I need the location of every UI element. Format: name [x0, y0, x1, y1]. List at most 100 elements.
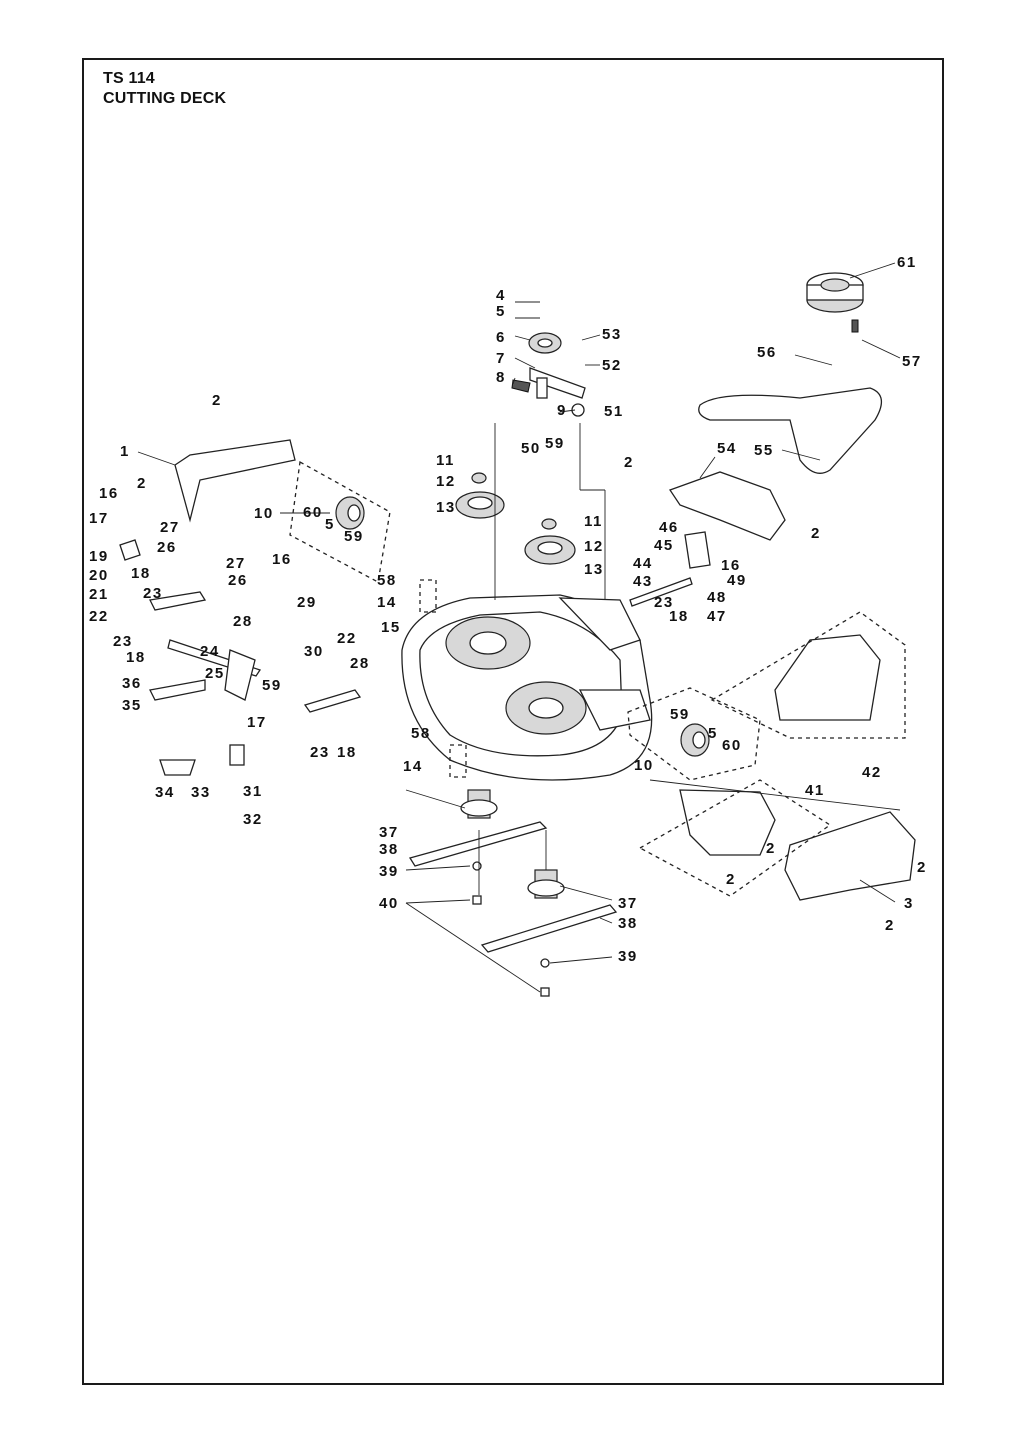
callout-13: 13 [584, 561, 604, 578]
callout-10: 10 [634, 757, 654, 774]
callout-23: 23 [143, 585, 163, 602]
callout-38: 38 [379, 841, 399, 858]
callout-34: 34 [155, 784, 175, 801]
callout-23: 23 [310, 744, 330, 761]
callout-16: 16 [721, 557, 741, 574]
callout-8: 8 [496, 369, 506, 386]
section-title: CUTTING DECK [103, 90, 227, 107]
callout-16: 16 [272, 551, 292, 568]
callout-39: 39 [379, 863, 399, 880]
callout-59: 59 [670, 706, 690, 723]
callout-6: 6 [496, 329, 506, 346]
callout-11: 11 [584, 513, 603, 530]
callout-7: 7 [496, 350, 506, 367]
callout-52: 52 [602, 357, 622, 374]
callout-29: 29 [297, 594, 317, 611]
gauge-wheels [335, 496, 710, 757]
callout-5: 5 [325, 516, 335, 533]
callout-31: 31 [243, 783, 263, 800]
callout-27: 27 [226, 555, 246, 572]
callout-21: 21 [89, 586, 109, 603]
callout-2: 2 [726, 871, 736, 888]
deck-pulleys [455, 472, 576, 565]
callout-27: 27 [160, 519, 180, 536]
callout-58: 58 [411, 725, 431, 742]
callout-23: 23 [654, 594, 674, 611]
callout-5: 5 [708, 725, 718, 742]
callout-2: 2 [917, 859, 927, 876]
blade-spindles [408, 789, 618, 997]
callout-56: 56 [757, 344, 777, 361]
callout-50: 50 [521, 440, 541, 457]
callout-58: 58 [377, 572, 397, 589]
callout-53: 53 [602, 326, 622, 343]
callout-15: 15 [381, 619, 401, 636]
callout-47: 47 [707, 608, 727, 625]
detail-boxes [289, 460, 906, 897]
callout-25: 25 [205, 665, 225, 682]
callout-2: 2 [885, 917, 895, 934]
callout-40: 40 [379, 895, 399, 912]
callout-labels: 1 2 2 2 2 2 2 2 2 3 4 5 5 5 6 7 8 9 10 1… [89, 254, 927, 965]
callout-59: 59 [545, 435, 565, 452]
callout-39: 39 [618, 948, 638, 965]
callout-26: 26 [228, 572, 248, 589]
callout-43: 43 [633, 573, 653, 590]
callout-4: 4 [496, 287, 506, 304]
idler-pulley-assembly [511, 332, 586, 417]
callout-2: 2 [212, 392, 222, 409]
callout-1: 1 [120, 443, 130, 460]
height-adjust-linkage [119, 531, 711, 776]
callout-60: 60 [303, 504, 323, 521]
callout-10: 10 [254, 505, 274, 522]
callout-19: 19 [89, 548, 109, 565]
callout-54: 54 [717, 440, 737, 457]
callout-59: 59 [344, 528, 364, 545]
callout-38: 38 [618, 915, 638, 932]
callout-51: 51 [604, 403, 624, 420]
callout-22: 22 [89, 608, 109, 625]
model-title: TS 114 [103, 70, 155, 87]
callout-57: 57 [902, 353, 922, 370]
callout-13: 13 [436, 499, 456, 516]
callout-12: 12 [436, 473, 456, 490]
callout-37: 37 [379, 824, 399, 841]
callout-9: 9 [557, 402, 567, 419]
drawing-frame [82, 58, 944, 1385]
callout-18: 18 [669, 608, 689, 625]
callout-37: 37 [618, 895, 638, 912]
callout-60: 60 [722, 737, 742, 754]
callout-12: 12 [584, 538, 604, 555]
callout-49: 49 [727, 572, 747, 589]
electric-clutch [806, 272, 864, 333]
callout-45: 45 [654, 537, 674, 554]
callout-11: 11 [436, 452, 455, 469]
callout-35: 35 [122, 697, 142, 714]
callout-2: 2 [137, 475, 147, 492]
callout-3: 3 [904, 895, 914, 912]
callout-18: 18 [337, 744, 357, 761]
callout-30: 30 [304, 643, 324, 660]
callout-22: 22 [337, 630, 357, 647]
callout-16: 16 [99, 485, 119, 502]
callout-32: 32 [243, 811, 263, 828]
callout-18: 18 [131, 565, 151, 582]
callout-61: 61 [897, 254, 917, 271]
callout-23: 23 [113, 633, 133, 650]
callout-14: 14 [403, 758, 423, 775]
callout-26: 26 [157, 539, 177, 556]
callout-17: 17 [247, 714, 267, 731]
callout-18: 18 [126, 649, 146, 666]
callout-2: 2 [624, 454, 634, 471]
callout-24: 24 [200, 643, 220, 660]
callout-33: 33 [191, 784, 211, 801]
callout-42: 42 [862, 764, 882, 781]
callout-46: 46 [659, 519, 679, 536]
callout-20: 20 [89, 567, 109, 584]
callout-28: 28 [350, 655, 370, 672]
callout-2: 2 [811, 525, 821, 542]
deck-housing [401, 594, 653, 781]
callout-44: 44 [633, 555, 653, 572]
callout-2: 2 [766, 840, 776, 857]
